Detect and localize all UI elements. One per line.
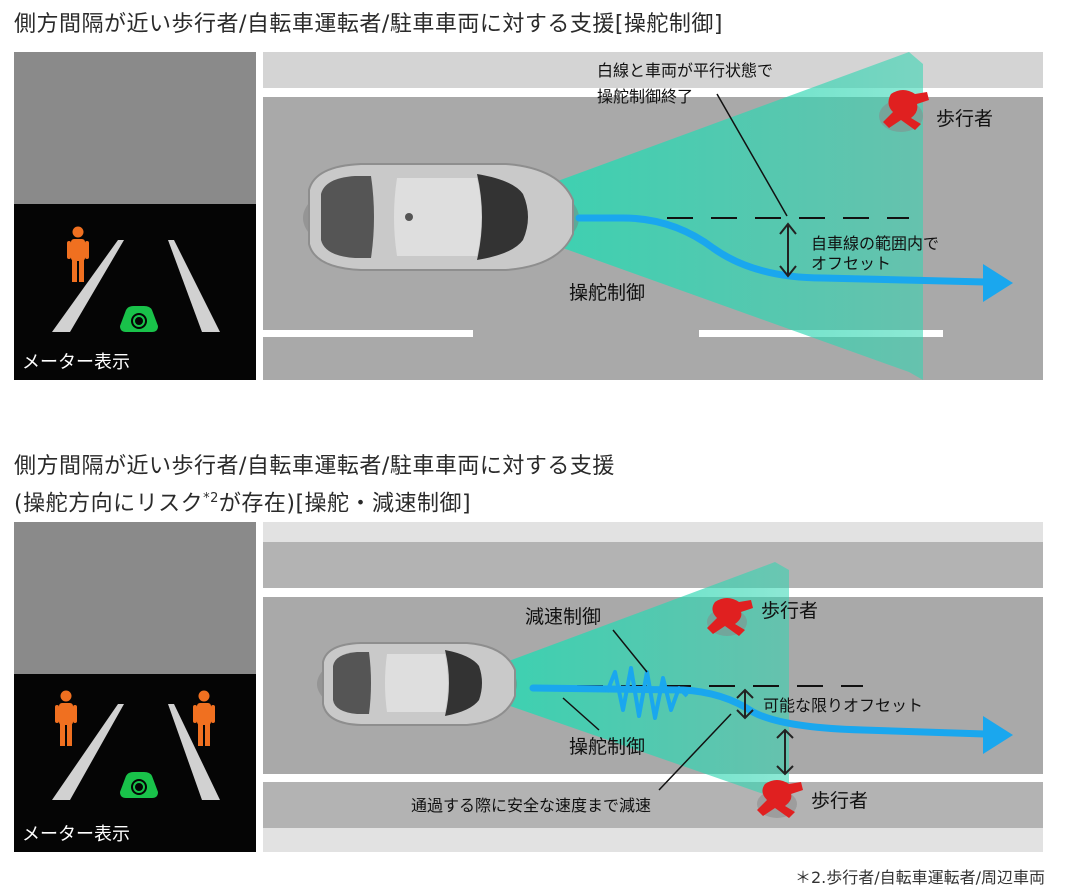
footnote: ＊2.歩行者/自転車運転者/周辺車両 [794, 868, 1045, 887]
path-arrow-icon [983, 264, 1013, 302]
meter-display: メーター表示 [14, 674, 256, 852]
label-pedestrian-bottom: 歩行者 [811, 790, 869, 812]
lane-line-top [263, 88, 1043, 97]
leader-line-pass [658, 713, 732, 791]
steering-assist-icon [120, 306, 158, 332]
lane-line-bottom [263, 774, 1043, 782]
label-offset: 可能な限りオフセット [763, 696, 924, 715]
pedestrian-icon [757, 780, 803, 818]
offset-arrow-icon [779, 222, 797, 278]
label-steering: 操舵制御 [569, 736, 646, 758]
label-steering: 操舵制御 [569, 282, 646, 304]
panel2-road-scene: 減速制御 歩行者 可能な限りオフセット 操舵制御 通過する際に安全な速度まで減速… [263, 522, 1043, 852]
side-lane-bottom [263, 782, 1043, 828]
label-pedestrian: 歩行者 [936, 108, 994, 130]
pedestrian-icon [879, 90, 929, 132]
label-end-2: 操舵制御終了 [597, 87, 694, 106]
label-decel: 減速制御 [525, 606, 602, 628]
sidewalk-bottom [263, 828, 1043, 852]
leader-line-steering [562, 697, 600, 731]
label-offset-1: 自車線の範囲内で [811, 234, 940, 253]
meter-graphic [52, 690, 220, 800]
meter-display: メーター表示 [14, 204, 256, 380]
path-arrow-icon [983, 716, 1013, 754]
label-offset-2: オフセット [811, 254, 892, 273]
lane-line-top [263, 588, 1043, 597]
lane-line-bottom-left [263, 330, 473, 337]
meter-label: メーター表示 [22, 824, 130, 845]
meter-graphic [52, 226, 220, 332]
steering-path [529, 684, 989, 738]
panel2-title-line1: 側方間隔が近い歩行者/自転車運転者/駐車車両に対する支援 [14, 454, 615, 479]
label-pass: 通過する際に安全な速度まで減速 [411, 796, 652, 815]
label-pedestrian-top: 歩行者 [761, 600, 819, 622]
panel2-title-line2: (操舵方向にリスク*2が存在)[操舵・減速制御] [14, 491, 472, 517]
pedestrian-icon [707, 598, 753, 636]
offset-arrow-icon [736, 688, 794, 776]
car-top-view [303, 163, 579, 271]
car-top-view [317, 642, 517, 726]
label-end-1: 白線と車両が平行状態で [597, 61, 774, 80]
sensor-cone [468, 52, 923, 380]
leader-line-decel [612, 629, 648, 673]
pedestrian-icon [67, 226, 89, 282]
steering-assist-icon [120, 772, 158, 798]
sidewalk [263, 522, 1043, 542]
meter-label: メーター表示 [22, 352, 130, 373]
panel2-meter-panel: メーター表示 [14, 522, 256, 852]
panel1-road-scene: 白線と車両が平行状態で 操舵制御終了 歩行者 自車線の範囲内で オフセット 操舵… [263, 52, 1043, 380]
panel1-title: 側方間隔が近い歩行者/自転車運転者/駐車車両に対する支援[操舵制御] [14, 12, 723, 37]
pedestrian-icon [193, 690, 215, 746]
leader-line [716, 93, 788, 217]
side-lane [263, 542, 1043, 588]
panel1-meter-panel: メーター表示 [14, 52, 256, 380]
pedestrian-icon [55, 690, 77, 746]
steering-path [575, 214, 989, 286]
